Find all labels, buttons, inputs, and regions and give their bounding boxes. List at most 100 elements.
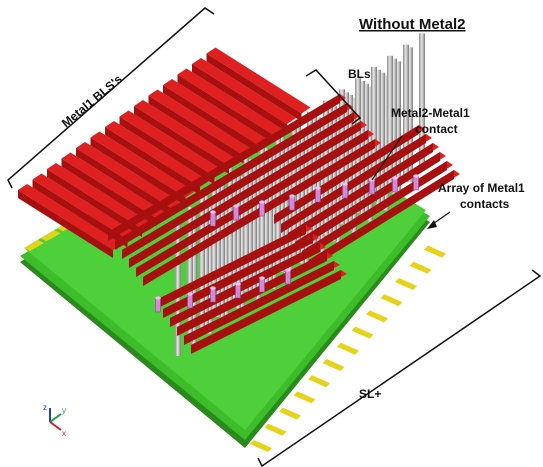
- metal1-bl-line-side: [18, 190, 113, 258]
- bl-bar-side: [122, 112, 354, 259]
- via-cap: [413, 174, 419, 178]
- metal1-bl-line-side: [105, 127, 200, 195]
- yellow-contact-bottom: [366, 310, 388, 323]
- metal1-bl-line-side: [148, 95, 244, 164]
- via: [392, 177, 398, 193]
- pillar: [223, 187, 229, 323]
- pillar: [187, 207, 193, 342]
- pillar: [203, 195, 209, 331]
- pillar: [263, 148, 269, 284]
- pillar: [215, 181, 221, 317]
- pillar: [231, 170, 237, 306]
- pillar: [227, 167, 233, 303]
- pillar: [239, 176, 245, 312]
- metal1-bl-line-side: [47, 169, 142, 237]
- via-cap: [259, 200, 265, 204]
- yellow-contact-bottom: [351, 326, 374, 339]
- via: [187, 293, 193, 309]
- pillar: [219, 184, 225, 320]
- bls-bracket: [305, 69, 362, 125]
- via-cap: [259, 276, 265, 280]
- metal1-bl-line-side: [192, 64, 287, 132]
- array-contacts-label-1: Array of Metal1: [438, 181, 525, 195]
- via: [342, 183, 348, 199]
- pillar: [207, 198, 213, 334]
- via-cap: [289, 194, 295, 198]
- pillar: [375, 69, 381, 205]
- pillar: [255, 165, 261, 300]
- metal1-bl-line-side: [206, 53, 302, 122]
- metal1-bl-line: [163, 79, 267, 145]
- yellow-contact-bottom: [409, 261, 432, 274]
- via-cap: [392, 176, 398, 180]
- bl-bar-side: [295, 152, 440, 251]
- via-cap: [342, 182, 348, 186]
- diagram-title: Without Metal2: [359, 16, 466, 33]
- pillar: [175, 221, 181, 356]
- pillar: [419, 33, 425, 169]
- metal2-metal1-contact-label-2: contact: [415, 122, 458, 136]
- metal1-bls-group: [18, 47, 311, 258]
- metal1-bl-line-side: [134, 106, 229, 174]
- via: [369, 179, 375, 195]
- metal1-bl-line-side: [90, 137, 186, 206]
- metal1-bl-line: [32, 173, 137, 240]
- bl-bar-side: [156, 225, 306, 309]
- bl-bar-side: [163, 234, 313, 318]
- yellow-contact-left: [40, 230, 61, 242]
- via: [155, 297, 161, 313]
- metal1-bl-line: [76, 142, 180, 208]
- pillar: [315, 117, 321, 253]
- bl-bar-side: [191, 270, 341, 354]
- pillar: [391, 58, 397, 194]
- pillar: [283, 139, 289, 275]
- via: [210, 211, 216, 227]
- pillar: [279, 137, 285, 272]
- metal1-bl-line: [61, 152, 166, 219]
- bl-bar-side: [170, 243, 320, 327]
- metal1-bl-line: [119, 110, 224, 177]
- axis-y-line: [49, 413, 62, 423]
- pillar: [355, 78, 361, 214]
- array-contacts-arrowhead: [427, 220, 437, 229]
- via: [259, 201, 265, 217]
- via: [210, 287, 216, 303]
- pillar: [323, 100, 329, 236]
- metal1-bl-line: [177, 68, 282, 135]
- via-cap: [210, 210, 216, 214]
- metal1-bls-bracket: [7, 7, 215, 189]
- via: [233, 205, 239, 221]
- bl-bar-side: [143, 139, 375, 286]
- bl-bar-side: [281, 134, 426, 233]
- metal1-bl-line: [90, 131, 195, 198]
- yellow-contact-bottom: [308, 375, 330, 388]
- metal1-bl-line-side: [76, 148, 171, 216]
- yellow-contact-bottom: [424, 245, 446, 258]
- yellow-contact-bottom: [395, 278, 417, 290]
- bl-bar-side: [136, 130, 368, 277]
- yellow-contact-left: [24, 240, 44, 251]
- axis-x-label: x: [62, 429, 66, 438]
- metal1-bl-line: [47, 163, 151, 229]
- axis-x-line: [49, 421, 62, 431]
- pillar: [199, 193, 205, 328]
- metal1-bl-line: [134, 100, 238, 166]
- via-cap: [210, 286, 216, 290]
- axis-y-label: y: [62, 406, 66, 415]
- pillar: [379, 72, 385, 208]
- metal1-bl-line: [18, 184, 122, 250]
- bl-bar-side: [274, 125, 419, 224]
- pillar: [367, 86, 373, 222]
- axis-triad: z y x: [43, 403, 66, 438]
- bl-bar-side: [309, 170, 454, 269]
- yellow-contact-bottom: [337, 342, 359, 355]
- bls-label: BLs: [348, 67, 371, 81]
- via: [413, 175, 419, 191]
- bl-bar-side: [288, 143, 433, 242]
- bl-bar-side: [184, 261, 334, 345]
- pillar: [403, 44, 409, 180]
- yellow-contact-bottom: [279, 407, 301, 420]
- pillar: [235, 173, 241, 309]
- bl-bar-side: [108, 94, 340, 241]
